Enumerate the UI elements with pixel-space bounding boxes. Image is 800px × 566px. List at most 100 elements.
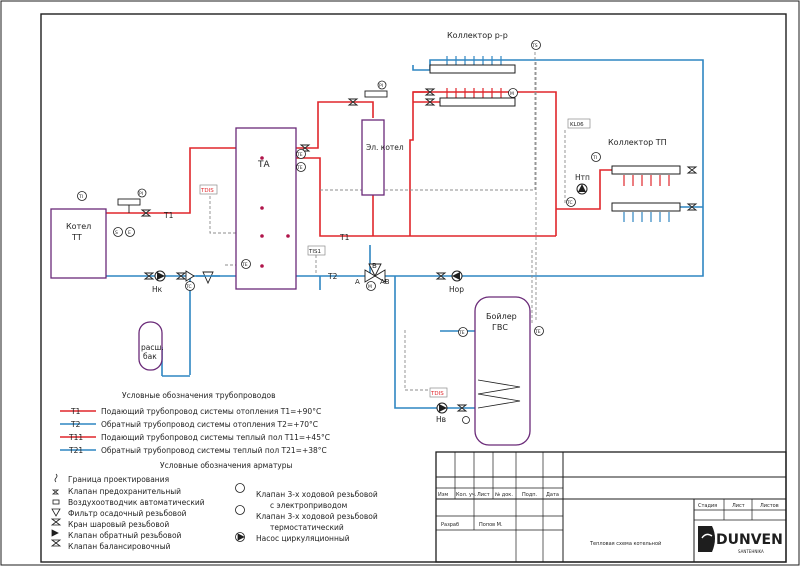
ts-label: TS	[531, 43, 538, 49]
legend-fitting-r3: Клапан 3-х ходовой резьбовой	[256, 512, 378, 521]
tb-header-4: № док.	[495, 492, 513, 498]
tb-header-2: Кол. уч.	[456, 492, 477, 498]
legend-pipe-text-4: Обратный трубопровод системы теплый пол …	[101, 446, 327, 455]
floor-collector-arrows	[623, 175, 670, 222]
ta-ports	[260, 156, 290, 268]
legend-pipe-code-4: Т21	[68, 446, 83, 455]
tdis-2-label: TDIS	[430, 391, 444, 397]
kotel-label-2: ТТ	[71, 233, 82, 242]
tank-label-2: бак	[143, 352, 157, 361]
rad-collector-arrows	[446, 56, 502, 98]
legend-pipe-code-2: Т2	[70, 420, 81, 429]
tb-header-3: Лист	[477, 492, 490, 498]
port-a-label: А	[355, 278, 360, 286]
legend-fitting-4: Фильтр осадочный резьбовой	[68, 509, 187, 518]
legend-fitting-r4: термостатический	[270, 523, 344, 532]
dunven-logo-mark	[698, 526, 715, 552]
legend-fitting-r5: Насос циркуляционный	[256, 534, 350, 543]
tis1-label: TIS1	[308, 249, 321, 255]
safety-group-elkotel	[364, 80, 388, 98]
el-kotel-label: Эл. котел	[366, 143, 404, 152]
tc-label-2: TC	[566, 200, 573, 206]
tb-drawing-title: Тепловая схема котельной	[589, 540, 661, 547]
tb-developer-label: Разраб	[441, 522, 459, 528]
te-label-3: TE	[296, 165, 303, 171]
te-label-5: TE	[534, 329, 541, 335]
dhw-coil	[477, 379, 521, 409]
legend-fitting-7: Клапан балансировочный	[68, 542, 171, 551]
return-pipes	[106, 59, 704, 409]
tb-header-5: Подп.	[522, 492, 538, 498]
kl06-box	[567, 118, 591, 129]
legend-pipes-text: Условные обозначения трубопроводов Т1 По…	[68, 391, 330, 455]
electric-boiler	[361, 119, 385, 196]
legend-fittings-text: Условные обозначения арматуры Граница пр…	[68, 461, 378, 551]
e-label: E	[128, 230, 131, 236]
legend-fitting-3: Воздухоотводчик автоматический	[68, 498, 205, 507]
collector-rr-label: Коллектор р-р	[447, 31, 508, 40]
rad-collector-return	[429, 64, 516, 74]
legend-fitting-r2: с электроприводом	[270, 501, 347, 510]
floor-collector-lines	[612, 169, 680, 208]
legend-fitting-5: Кран шаровый резьбовой	[68, 520, 169, 529]
legend-fitting-icons	[50, 473, 245, 547]
tb-stage-3: Листов	[760, 503, 779, 509]
title-block-grid	[435, 451, 787, 563]
legend-fitting-2: Клапан предохранительный	[68, 487, 181, 496]
brand-sub: SANTEHNIKA	[738, 549, 764, 554]
tb-developer-name: Попов М.	[479, 522, 503, 528]
pump-ntp-label: Нтп	[575, 173, 590, 182]
tc-label-1: TC	[185, 284, 192, 290]
title-block-text: Изм Кол. уч. Лист № док. Подп. Дата Стад…	[438, 492, 783, 554]
t1-label-a: Т1	[163, 211, 174, 220]
tdis-box-1	[199, 184, 218, 195]
pump-ntp	[576, 183, 588, 195]
pump-nv-label: Нв	[436, 415, 446, 424]
floor-collector-return	[611, 202, 681, 212]
expansion-tank	[138, 321, 163, 371]
te-label-4: TE	[458, 330, 465, 336]
tb-header-6: Дата	[546, 492, 559, 498]
tdis-box-2	[429, 387, 448, 398]
s-label: S	[115, 230, 118, 236]
tb-header-1: Изм	[438, 492, 448, 498]
legend-fittings-title: Условные обозначения арматуры	[160, 461, 293, 470]
supply-pipes	[106, 91, 612, 237]
ti-label-2: TI	[592, 155, 597, 161]
safety-group-kotel	[117, 188, 147, 213]
sheet-inner-frame	[40, 13, 787, 563]
legend-pipe-text-1: Подающий трубопровод системы отопления Т…	[101, 407, 321, 416]
kl06-label: KL06	[570, 122, 584, 128]
t1-label-b: Т1	[339, 233, 350, 242]
pump-nop-label: Нор	[449, 285, 464, 294]
legend-pipe-text-3: Подающий трубопровод системы теплый пол …	[101, 433, 330, 442]
boiler-label-2: ГВС	[492, 323, 508, 332]
tis1-box	[307, 245, 326, 256]
te-label-1: TE	[241, 262, 248, 268]
boiler-label-1: Бойлер	[486, 312, 517, 321]
brand-name: DUNVEN	[716, 532, 783, 548]
legend-pipe-code-3: Т11	[68, 433, 83, 442]
ti-label-1: TI	[78, 194, 83, 200]
legend-pipe-text-2: Обратный трубопровод системы отопления Т…	[101, 420, 318, 429]
t2-label: Т2	[327, 272, 338, 281]
ta-label: ТА	[257, 160, 270, 170]
three-way-valve-tc	[185, 270, 195, 282]
te-label-2: TE	[296, 152, 303, 158]
rad-collector-supply	[439, 97, 516, 107]
m-label-1: M	[368, 284, 372, 290]
pi-label-1: PI	[139, 191, 143, 197]
legend-fitting-r1: Клапан 3-х ходовой резьбовой	[256, 490, 378, 499]
tank-label-1: расш.	[141, 343, 164, 352]
pump-nv	[436, 402, 448, 414]
pump-nk	[154, 270, 166, 282]
tb-stage-1: Стадия	[698, 503, 717, 509]
legend-pipes-title: Условные обозначения трубопроводов	[122, 391, 276, 400]
filter-icon	[202, 271, 214, 285]
kotel-label-1: Котел	[66, 222, 91, 231]
three-way-valve-main	[364, 263, 386, 283]
dhw-boiler	[474, 296, 531, 446]
